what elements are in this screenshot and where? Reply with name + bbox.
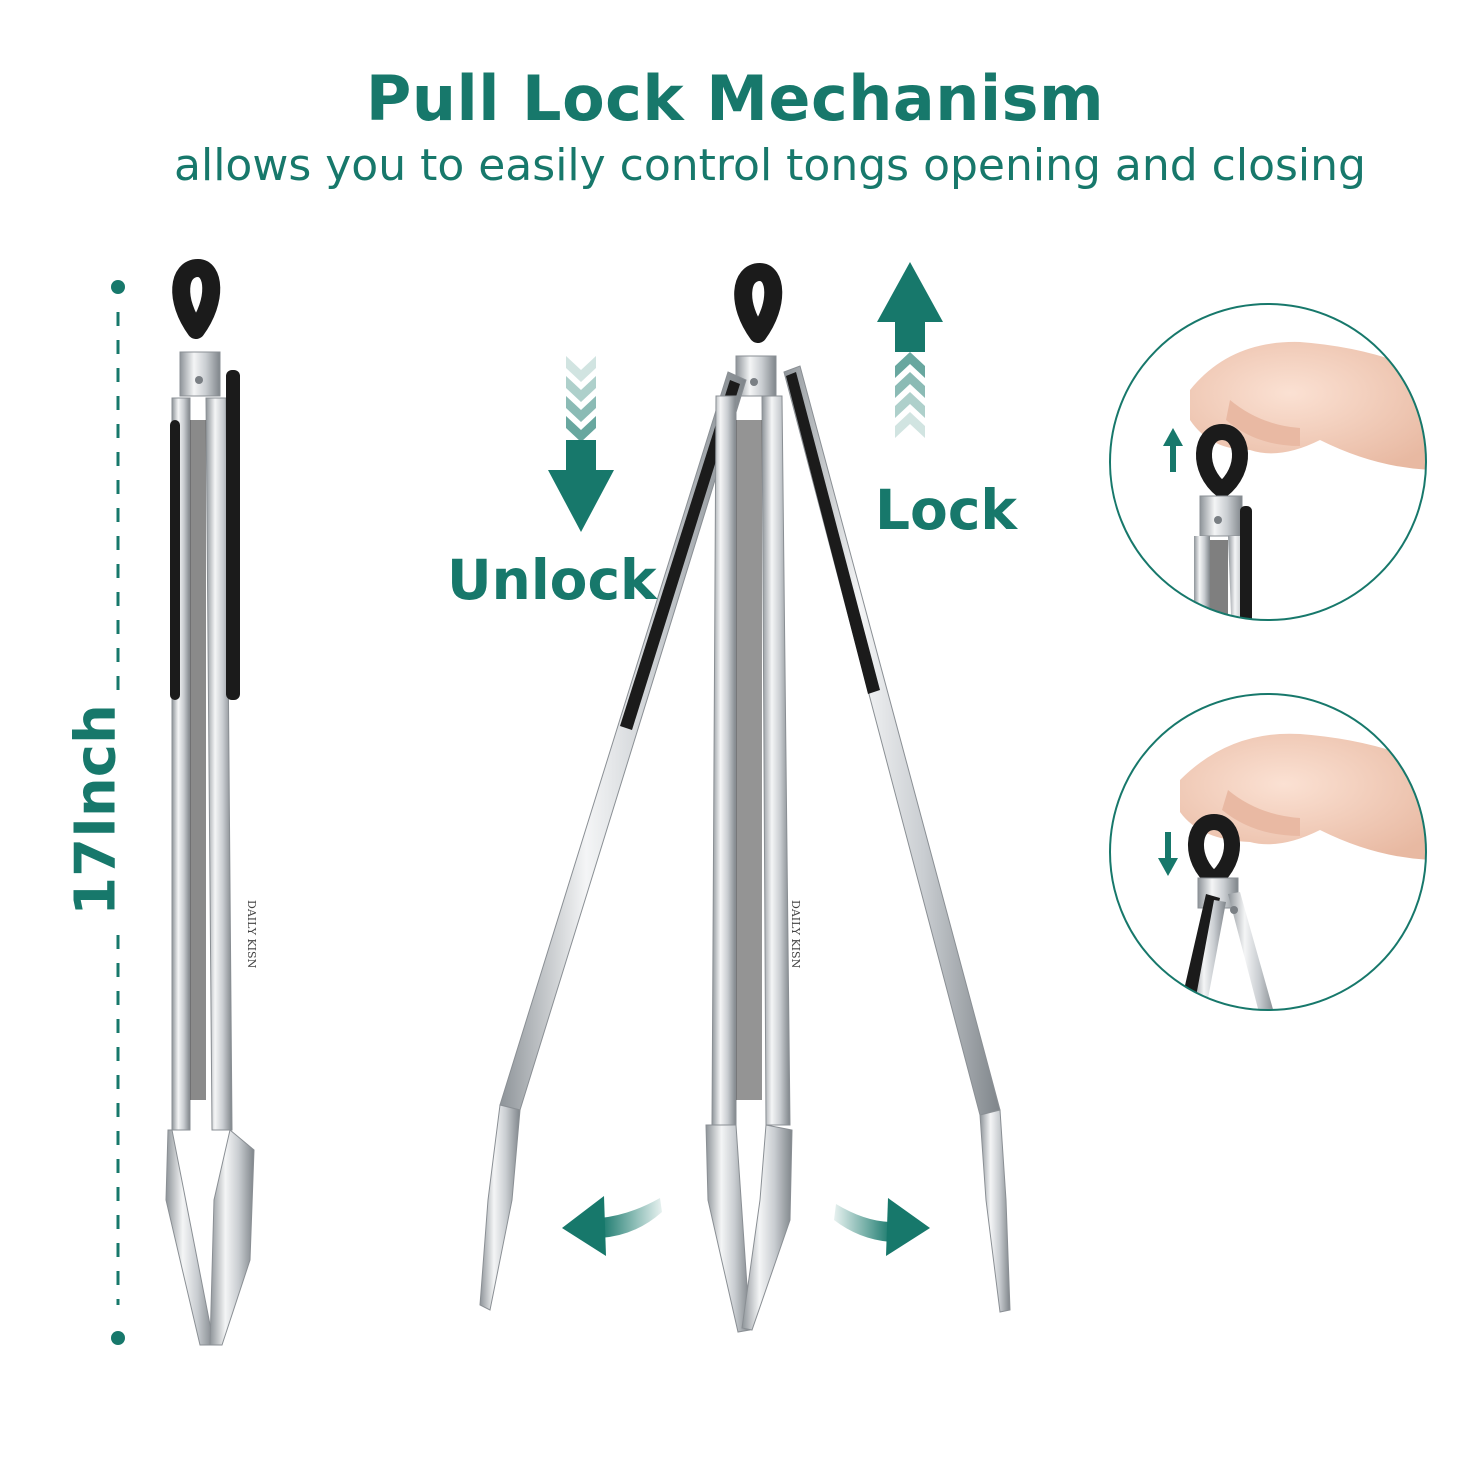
dimension-line <box>111 280 125 1345</box>
silicone-grip-right <box>226 370 240 700</box>
silicone-grip-right <box>786 372 880 694</box>
scalloped-head-right <box>979 1109 1011 1313</box>
lock-label: Lock <box>875 478 1018 542</box>
brand-engraving: DAILY KISN <box>245 900 258 969</box>
brand-engraving: DAILY KISN <box>789 900 802 969</box>
unlock-arrow-icon <box>548 356 614 532</box>
scalloped-head-center-left <box>705 1124 751 1333</box>
hanging-loop <box>734 263 783 343</box>
lock-arrow-icon <box>877 262 943 438</box>
length-label: 17Inch <box>63 704 129 916</box>
dimension-end-dot <box>111 1331 125 1345</box>
scalloped-head-right <box>209 1129 255 1346</box>
hand <box>1190 341 1426 470</box>
headline: Pull Lock Mechanism <box>365 62 1105 135</box>
small-down-arrow-icon <box>1158 832 1178 876</box>
spread-left-arrow-icon <box>562 1196 662 1256</box>
scalloped-head-center-right <box>741 1124 793 1331</box>
unlock-detail-circle <box>1109 693 1427 1011</box>
scalloped-head-left <box>165 1129 215 1346</box>
unlock-label: Unlock <box>447 548 657 612</box>
small-up-arrow-icon <box>1163 428 1183 472</box>
subheadline: allows you to easily control tongs openi… <box>174 140 1366 191</box>
hanging-loop <box>172 259 221 339</box>
hanging-loop <box>1196 424 1248 498</box>
scalloped-head-left <box>479 1104 521 1311</box>
spread-right-arrow-icon <box>834 1198 930 1256</box>
hinge <box>1199 495 1243 537</box>
lock-detail-circle <box>1109 303 1427 621</box>
silicone-grip-left <box>170 420 180 700</box>
silicone-grip-left <box>620 380 740 730</box>
tongs-closed: DAILY KISN <box>165 259 258 1346</box>
hand <box>1180 733 1426 860</box>
dimension-start-dot <box>111 280 125 294</box>
hinge <box>179 351 221 397</box>
tongs-open: DAILY KISN <box>479 263 1011 1333</box>
